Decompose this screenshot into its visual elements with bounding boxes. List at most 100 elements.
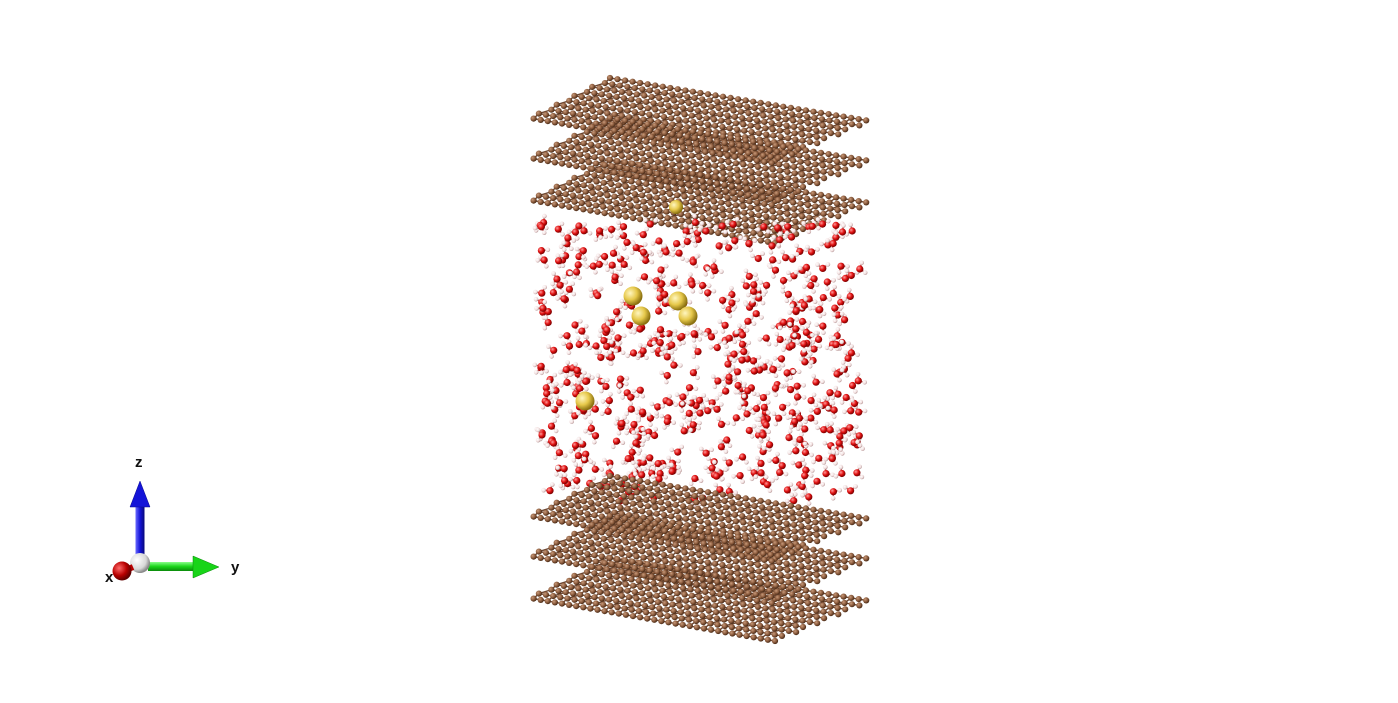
- oxygen-atom: [847, 487, 855, 495]
- carbon-atom: [653, 112, 660, 119]
- hydrogen-atom: [847, 362, 852, 368]
- hydrogen-atom: [855, 352, 860, 358]
- carbon-atom: [641, 204, 649, 211]
- hydrogen-atom: [597, 333, 603, 338]
- hydrogen-atom: [552, 372, 558, 378]
- hydrogen-atom: [645, 465, 651, 471]
- carbon-atom: [770, 132, 777, 139]
- oxygen-atom: [537, 362, 545, 370]
- carbon-atom: [635, 209, 643, 217]
- water-molecule: [716, 416, 731, 428]
- carbon-atom: [855, 198, 862, 205]
- hydrogen-atom: [563, 373, 569, 379]
- hydrogen-atom: [568, 372, 573, 378]
- hydrogen-atom: [737, 323, 742, 329]
- oxygen-atom: [774, 224, 782, 232]
- water-molecule: [793, 393, 807, 406]
- hydrogen-atom: [781, 411, 787, 416]
- carbon-atom: [768, 160, 775, 167]
- carbon-atom: [604, 110, 611, 117]
- carbon-atom: [713, 211, 720, 218]
- hydrogen-atom: [849, 397, 855, 403]
- carbon-atom: [653, 152, 660, 159]
- hydrogen-atom: [700, 403, 706, 409]
- oxygen-atom: [613, 308, 621, 316]
- carbon-atom: [790, 117, 797, 124]
- oxygen-atom: [654, 403, 662, 411]
- carbon-atom: [696, 153, 703, 161]
- hydrogen-atom: [605, 267, 610, 272]
- carbon-atom: [755, 130, 763, 137]
- water-molecule: [708, 339, 722, 352]
- oxygen-atom: [592, 342, 600, 350]
- carbon-atom: [557, 114, 564, 121]
- carbon-atom: [742, 137, 749, 144]
- oxygen-atom: [779, 276, 788, 285]
- hydrogen-atom: [683, 223, 688, 228]
- carbon-atom: [633, 131, 641, 138]
- carbon-atom: [600, 137, 607, 144]
- carbon-atom: [637, 161, 644, 169]
- oxygen-atom: [663, 371, 671, 380]
- hydrogen-atom: [806, 271, 812, 276]
- carbon-atom: [761, 118, 768, 125]
- carbon-atom: [697, 202, 704, 209]
- carbon-atom: [848, 161, 856, 168]
- carbon-atom: [637, 185, 644, 193]
- carbon-atom: [628, 178, 635, 185]
- carbon-atom: [805, 126, 812, 133]
- carbon-atom: [798, 165, 805, 172]
- carbon-atom: [550, 194, 557, 202]
- carbon-atom: [799, 171, 806, 178]
- carbon-atom: [689, 170, 697, 177]
- hydrogen-atom: [757, 444, 762, 449]
- hydrogen-atom: [717, 319, 722, 324]
- hydrogen-atom: [614, 416, 620, 421]
- hydrogen-atom: [761, 445, 767, 451]
- oxygen-atom: [793, 382, 801, 390]
- hydrogen-atom: [721, 456, 727, 462]
- hydrogen-atom: [624, 430, 629, 436]
- carbon-atom: [754, 205, 762, 212]
- hydrogen-atom: [670, 246, 676, 252]
- oxygen-atom: [575, 222, 583, 230]
- oxygen-atom: [844, 354, 852, 362]
- hydrogen-atom: [777, 231, 783, 236]
- carbon-atom: [571, 156, 578, 163]
- water-molecule: [625, 349, 641, 361]
- water-molecule: [684, 384, 699, 396]
- oxygen-atom: [790, 497, 798, 505]
- carbon-atom: [791, 130, 798, 137]
- carbon-atom: [690, 158, 697, 166]
- carbon-atom: [799, 131, 806, 138]
- carbon-atom: [799, 137, 806, 144]
- carbon-atom: [656, 135, 663, 142]
- water-molecule: [653, 275, 665, 290]
- water-molecule: [550, 271, 561, 287]
- carbon-atom: [580, 206, 587, 213]
- carbon-atom: [708, 185, 715, 192]
- hydrogen-atom: [663, 349, 668, 355]
- hydrogen-atom: [748, 247, 753, 253]
- carbon-atom: [741, 167, 748, 174]
- oxygen-atom: [793, 393, 802, 401]
- carbon-atom: [630, 142, 637, 149]
- carbon-atom: [733, 208, 741, 215]
- carbon-atom: [721, 139, 728, 147]
- carbon-atom: [580, 100, 587, 107]
- hydrogen-atom: [836, 270, 842, 275]
- carbon-atom: [691, 176, 698, 184]
- hydrogen-atom: [749, 476, 755, 482]
- carbon-atom: [856, 204, 863, 211]
- hydrogen-atom: [659, 370, 664, 376]
- water-molecule: [569, 361, 581, 377]
- hydrogen-atom: [543, 315, 549, 321]
- carbon-atom: [630, 102, 637, 109]
- oxygen-atom: [743, 410, 751, 418]
- carbon-atom: [789, 193, 796, 200]
- carbon-atom: [676, 174, 683, 181]
- carbon-atom: [772, 142, 779, 149]
- carbon-atom: [741, 209, 748, 216]
